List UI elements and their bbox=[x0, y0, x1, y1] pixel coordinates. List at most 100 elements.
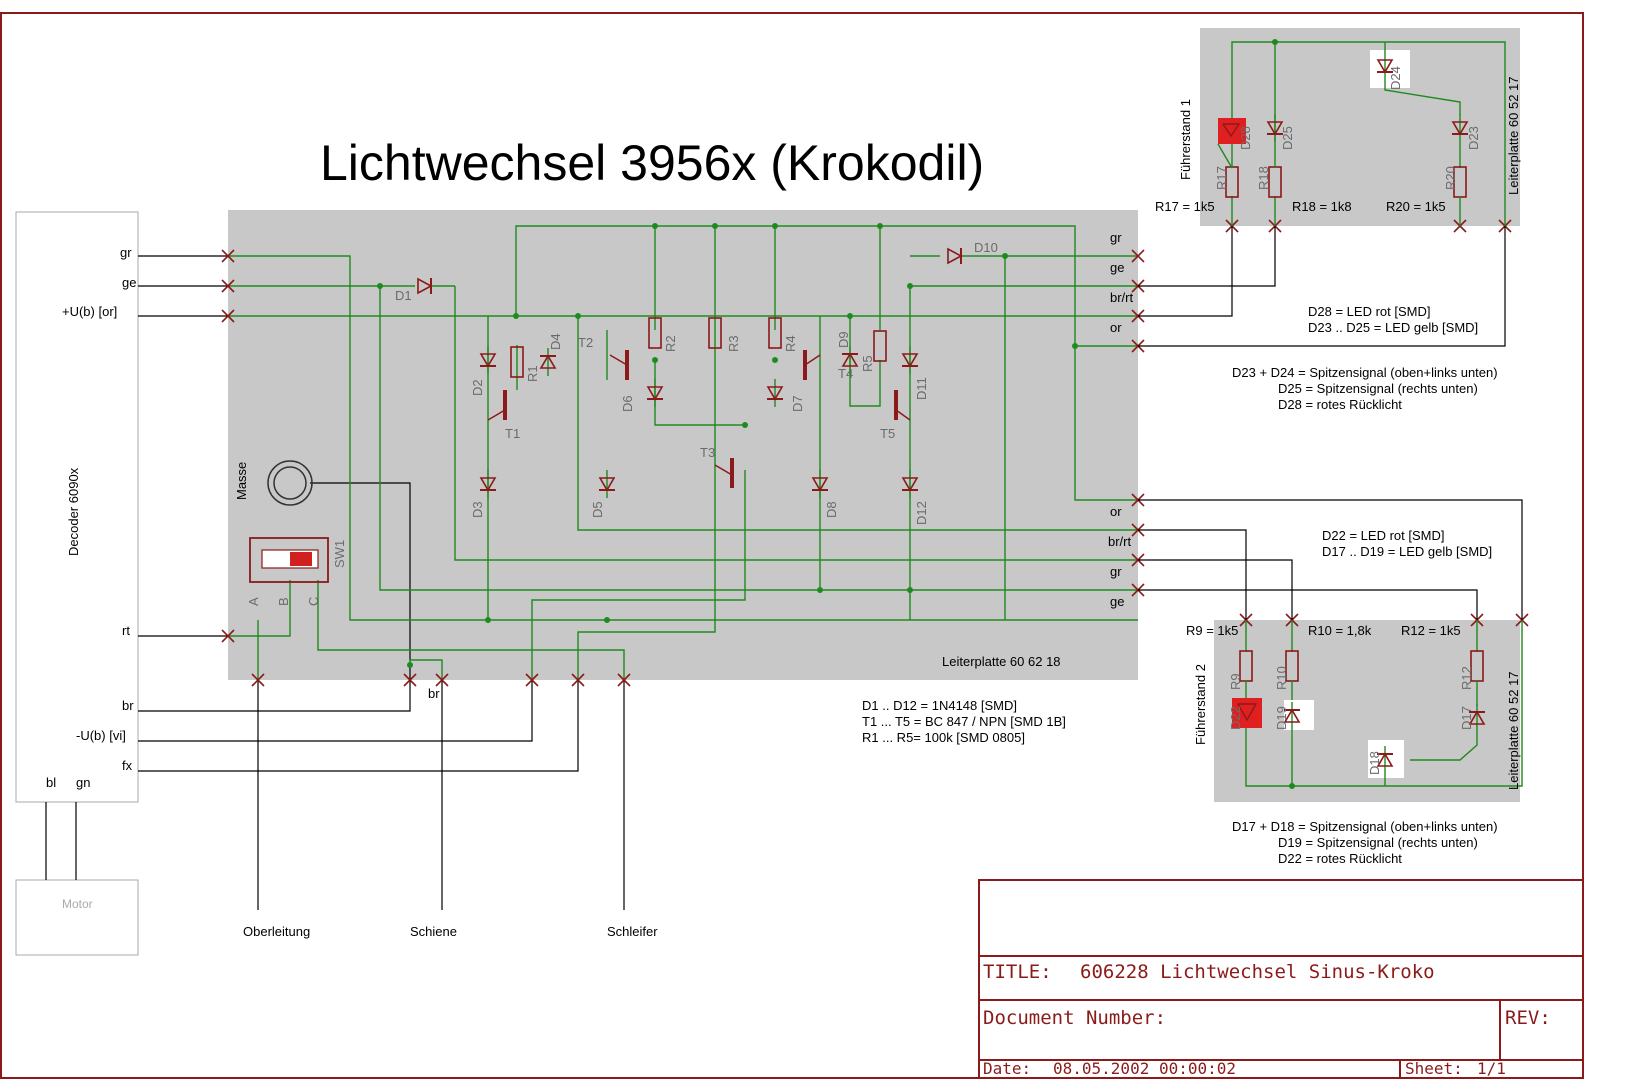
cab1-name: Führerstand 1 bbox=[1178, 99, 1193, 180]
cab2-name: Führerstand 2 bbox=[1193, 664, 1208, 745]
title-block bbox=[978, 879, 1584, 1079]
svg-text:D9: D9 bbox=[836, 331, 851, 348]
title-value: 606228 Lichtwechsel Sinus-Kroko bbox=[1080, 961, 1435, 983]
decoder-pin-gr: gr bbox=[120, 245, 132, 260]
svg-text:T5: T5 bbox=[880, 426, 895, 441]
svg-text:R10 = 1,8k: R10 = 1,8k bbox=[1308, 623, 1372, 638]
svg-text:R4: R4 bbox=[783, 335, 798, 352]
svg-text:br/rt: br/rt bbox=[1108, 534, 1132, 549]
svg-text:D18: D18 bbox=[1367, 751, 1382, 775]
svg-text:D10: D10 bbox=[974, 240, 998, 255]
date-value: 08.05.2002 00:00:02 bbox=[1053, 1059, 1237, 1078]
decoder-pin-rt: rt bbox=[122, 623, 130, 638]
svg-text:T3: T3 bbox=[700, 445, 715, 460]
svg-text:D23 + D24 = Spitzensignal (obe: D23 + D24 = Spitzensignal (oben+links un… bbox=[1232, 365, 1498, 380]
svg-text:D12: D12 bbox=[914, 501, 929, 525]
svg-text:ge: ge bbox=[1110, 260, 1124, 275]
svg-text:D17 + D18 = Spitzensignal (obe: D17 + D18 = Spitzensignal (oben+links un… bbox=[1232, 819, 1498, 834]
cab2-circuit bbox=[1232, 620, 1523, 787]
svg-text:D3: D3 bbox=[470, 501, 485, 518]
svg-text:D17 .. D19 = LED gelb [SMD]: D17 .. D19 = LED gelb [SMD] bbox=[1322, 544, 1492, 559]
svg-text:D19 = Spitzensignal (rechts un: D19 = Spitzensignal (rechts unten) bbox=[1278, 835, 1478, 850]
svg-text:gr: gr bbox=[1110, 230, 1122, 245]
svg-text:D2: D2 bbox=[470, 379, 485, 396]
svg-text:R18 = 1k8: R18 = 1k8 bbox=[1292, 199, 1352, 214]
svg-text:D23 .. D25 = LED gelb [SMD]: D23 .. D25 = LED gelb [SMD] bbox=[1308, 320, 1478, 335]
motor-label: Motor bbox=[62, 897, 93, 911]
svg-text:D5: D5 bbox=[590, 501, 605, 518]
title-block-footer: Date: 08.05.2002 00:00:02 Sheet: 1/1 bbox=[979, 1060, 1583, 1078]
svg-text:R1: R1 bbox=[525, 365, 540, 382]
doc-number-label: Document Number: bbox=[983, 1007, 1166, 1029]
sheet-label: Sheet: bbox=[1405, 1059, 1463, 1078]
svg-text:D22 = rotes Rücklicht: D22 = rotes Rücklicht bbox=[1278, 851, 1402, 866]
svg-text:D8: D8 bbox=[824, 501, 839, 518]
parts-note-transistors: T1 ... T5 = BC 847 / NPN [SMD 1B] bbox=[862, 714, 1066, 729]
svg-text:D25 = Spitzensignal (rechts un: D25 = Spitzensignal (rechts unten) bbox=[1278, 381, 1478, 396]
svg-text:D28: D28 bbox=[1238, 126, 1253, 150]
decoder-pin-gn: gn bbox=[76, 775, 90, 790]
svg-text:T4: T4 bbox=[838, 366, 853, 381]
decoder-box bbox=[15, 211, 139, 803]
svg-text:or: or bbox=[1110, 504, 1122, 519]
parts-note-diodes: D1 .. D12 = 1N4148 [SMD] bbox=[862, 698, 1017, 713]
main-board-label: Leiterplatte 60 62 18 bbox=[942, 654, 1061, 669]
svg-text:D4: D4 bbox=[548, 333, 563, 350]
sheet-value: 1/1 bbox=[1477, 1059, 1506, 1078]
svg-text:R10: R10 bbox=[1274, 666, 1289, 690]
date-label-text: Date: bbox=[983, 1059, 1032, 1078]
svg-text:D11: D11 bbox=[914, 377, 929, 400]
motor-box bbox=[15, 879, 139, 956]
decoder-pin-bl: bl bbox=[46, 775, 56, 790]
cab1-board-label: Leiterplatte 60 52 17 bbox=[1506, 76, 1521, 195]
wire-label-schiene: Schiene bbox=[410, 924, 457, 939]
svg-text:R2: R2 bbox=[663, 335, 678, 352]
comp-d1: D1 bbox=[395, 288, 412, 303]
svg-text:R9: R9 bbox=[1228, 673, 1243, 690]
wire-label-oberleitung: Oberleitung bbox=[243, 924, 310, 939]
svg-text:T1: T1 bbox=[505, 426, 520, 441]
svg-text:D25: D25 bbox=[1280, 126, 1295, 150]
svg-text:D28 = rotes Rücklicht: D28 = rotes Rücklicht bbox=[1278, 397, 1402, 412]
svg-text:gr: gr bbox=[1110, 564, 1122, 579]
svg-text:R3: R3 bbox=[726, 335, 741, 352]
svg-text:A: A bbox=[246, 597, 261, 606]
sheet-frame bbox=[0, 12, 1584, 1079]
svg-text:D6: D6 bbox=[620, 395, 635, 412]
decoder-wires bbox=[138, 255, 625, 910]
svg-text:br/rt: br/rt bbox=[1110, 290, 1134, 305]
main-board-components: D1 D2 D3 R1 D4 T1 T2 D5 D6 R2 R3 T3 R4 D… bbox=[395, 240, 998, 525]
decoder-pin-ge: ge bbox=[122, 275, 136, 290]
svg-text:D24: D24 bbox=[1388, 66, 1403, 90]
decoder-pin-minus-ub: -U(b) [vi] bbox=[76, 728, 126, 743]
svg-text:C: C bbox=[306, 597, 321, 606]
svg-text:R20 = 1k5: R20 = 1k5 bbox=[1386, 199, 1446, 214]
title-label: TITLE: bbox=[983, 961, 1052, 983]
svg-text:R9 = 1k5: R9 = 1k5 bbox=[1186, 623, 1238, 638]
svg-text:R12: R12 bbox=[1459, 666, 1474, 690]
page-title: Lichtwechsel 3956x (Krokodil) bbox=[320, 135, 984, 191]
svg-text:B: B bbox=[276, 597, 291, 606]
svg-text:R17 = 1k5: R17 = 1k5 bbox=[1155, 199, 1215, 214]
svg-text:D22: D22 bbox=[1228, 706, 1243, 730]
decoder-pin-plus-ub: +U(b) [or] bbox=[62, 304, 117, 319]
cab2-board-label: Leiterplatte 60 52 17 bbox=[1506, 671, 1521, 790]
svg-text:D28 = LED rot [SMD]: D28 = LED rot [SMD] bbox=[1308, 304, 1430, 319]
decoder-pin-fx: fx bbox=[122, 758, 133, 773]
svg-text:br: br bbox=[428, 686, 440, 701]
svg-text:R5: R5 bbox=[860, 355, 875, 372]
switch-label: SW1 bbox=[332, 540, 347, 568]
rev-label: REV: bbox=[1505, 1007, 1551, 1029]
cab-wires bbox=[1138, 226, 1523, 620]
svg-text:ge: ge bbox=[1110, 594, 1124, 609]
decoder-name: Decoder 6090x bbox=[66, 467, 81, 556]
main-board bbox=[228, 210, 1138, 680]
svg-text:D19: D19 bbox=[1274, 706, 1289, 730]
svg-text:D17: D17 bbox=[1459, 706, 1474, 730]
svg-text:D22 = LED rot [SMD]: D22 = LED rot [SMD] bbox=[1322, 528, 1444, 543]
masse-label: Masse bbox=[234, 462, 249, 500]
parts-note-resistors: R1 ... R5= 100k [SMD 0805] bbox=[862, 730, 1025, 745]
svg-text:D23: D23 bbox=[1466, 126, 1481, 150]
svg-text:R17: R17 bbox=[1214, 166, 1229, 190]
